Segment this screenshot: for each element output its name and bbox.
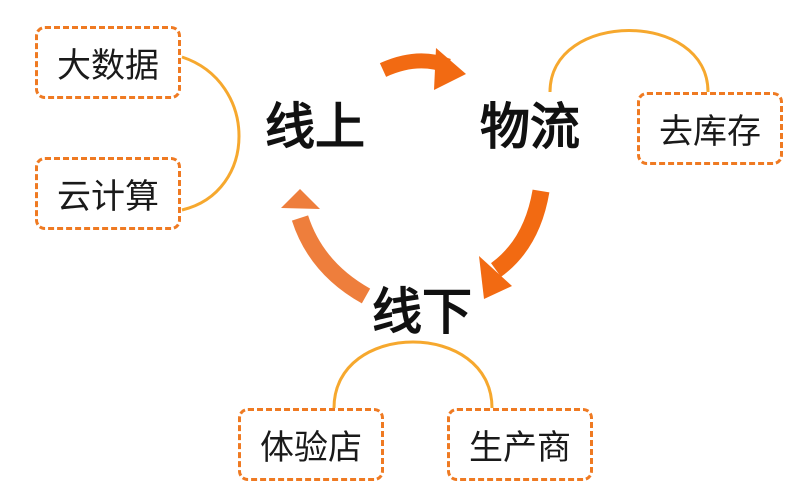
connector-offline-leaves	[332, 340, 494, 409]
arrow-logistics-to-offline	[479, 189, 550, 299]
hub-offline: 线下	[372, 283, 472, 341]
box-cloud-computing: 云计算	[35, 157, 181, 230]
box-destock: 去库存	[637, 92, 783, 165]
connector-online-leaves	[181, 55, 241, 212]
box-manufacturer: 生产商	[447, 408, 593, 481]
arrow-online-to-logistics	[379, 48, 466, 90]
hub-logistics: 物流	[480, 98, 580, 156]
connector-logistics-destock	[548, 29, 710, 93]
box-experience-store: 体验店	[238, 408, 384, 481]
hub-online: 线上	[265, 98, 365, 156]
arrow-offline-to-online	[281, 189, 371, 304]
box-big-data: 大数据	[35, 26, 181, 99]
